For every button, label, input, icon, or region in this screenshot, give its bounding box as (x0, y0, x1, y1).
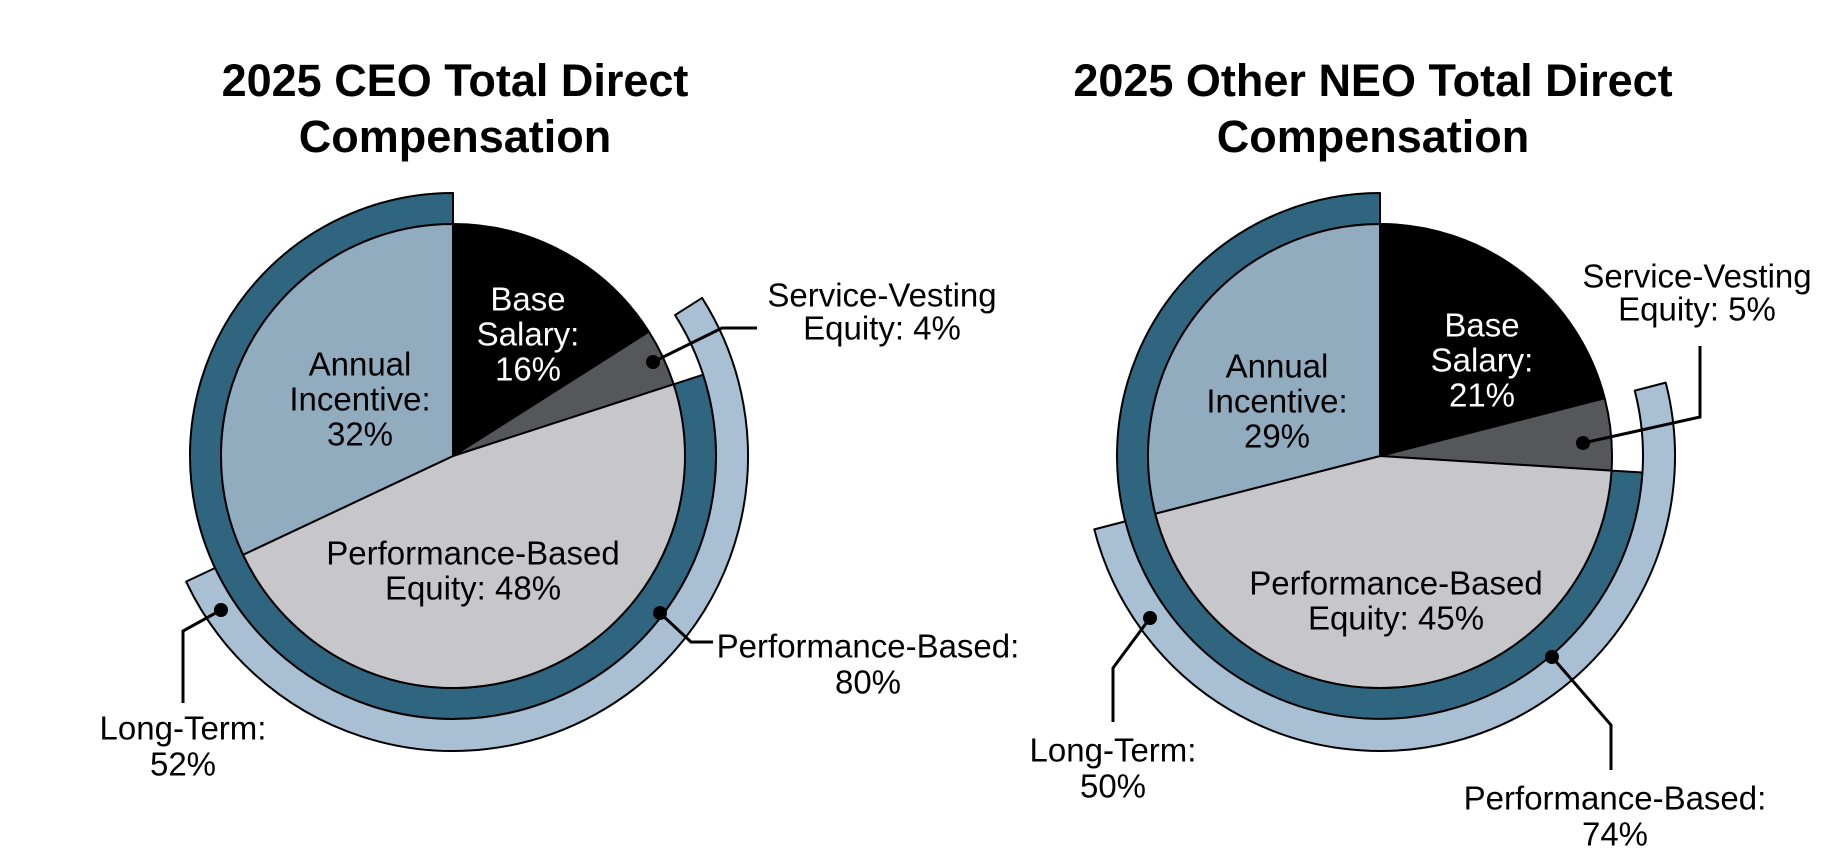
neo-chart-title-line1: 2025 Other NEO Total Direct (1073, 55, 1672, 106)
neo-slice-label-base-salary-line3: 21% (1449, 377, 1515, 414)
ceo-long-term-callout-label-line1: Long-Term: (100, 710, 267, 747)
ceo-performance-based-callout-leader-line (658, 611, 713, 644)
ceo-slice-label-annual-incentive-line2: Incentive: (289, 381, 430, 418)
ceo-service-vesting-callout-dot (646, 355, 660, 369)
neo-service-vesting-callout-label-line1: Service-Vesting (1582, 258, 1811, 295)
ceo-service-vesting-callout-label-line1: Service-Vesting (767, 277, 996, 314)
neo-slice-label-performance-based-equity-line2: Equity: 45% (1308, 600, 1484, 637)
ceo-slice-label-annual-incentive-line1: Annual (309, 346, 412, 383)
ceo-chart-title-line1: 2025 CEO Total Direct (222, 55, 689, 106)
neo-long-term-callout-dot (1143, 611, 1157, 625)
neo-long-term-callout-label-line2: 50% (1080, 768, 1146, 805)
neo-service-vesting-callout-label-line2: Equity: 5% (1618, 291, 1776, 328)
neo-performance-based-callout-label-line1: Performance-Based: (1464, 780, 1767, 817)
neo-slice-label-annual-incentive-line2: Incentive: (1206, 383, 1347, 420)
ceo-chart-title-line2: Compensation (299, 111, 612, 162)
ceo-slice-label-base-salary-line2: Salary: (477, 316, 580, 353)
ceo-performance-based-callout-dot (653, 606, 667, 620)
neo-slice-label-base-salary-line2: Salary: (1431, 342, 1534, 379)
ceo-slice-performance-based-equity (242, 383, 686, 690)
neo-performance-based-callout-label-line2: 74% (1582, 816, 1648, 848)
ceo-slice-label-performance-based-equity-line2: Equity: 48% (385, 570, 561, 607)
ceo-performance-based-callout-label-line1: Performance-Based: (717, 628, 1020, 665)
neo-long-term-callout-label-line1: Long-Term: (1030, 732, 1197, 769)
neo-performance-based-callout-leader-line (1550, 656, 1613, 770)
ceo-service-vesting-callout-leader-line (652, 326, 757, 364)
ceo-long-term-callout-leader-line (181, 608, 222, 703)
neo-slice-label-performance-based-equity-line1: Performance-Based (1249, 565, 1542, 602)
neo-slice-annual-incentive (1147, 223, 1381, 515)
ceo-performance-based-callout-label-line2: 80% (835, 664, 901, 701)
neo-slice-label-base-salary-line1: Base (1444, 307, 1519, 344)
ceo-slice-annual-incentive (220, 223, 454, 556)
ceo-long-term-callout-dot (214, 603, 228, 617)
ceo-long-term-callout-label-line2: 52% (150, 746, 216, 783)
ceo-service-vesting-callout-label-line2: Equity: 4% (803, 310, 961, 347)
neo-slice-label-annual-incentive-line1: Annual (1226, 348, 1329, 385)
neo-chart-title-line2: Compensation (1217, 111, 1530, 162)
ceo-slice-label-performance-based-equity-line1: Performance-Based (326, 535, 619, 572)
neo-service-vesting-callout-dot (1576, 436, 1590, 450)
neo-long-term-callout-leader-line (1111, 617, 1152, 722)
ceo-slice-label-annual-incentive-line3: 32% (327, 416, 393, 453)
ceo-slice-base-salary (452, 223, 650, 457)
neo-slice-performance-based-equity (1154, 455, 1613, 689)
neo-performance-based-callout-dot (1545, 650, 1559, 664)
neo-slice-base-salary (1379, 223, 1606, 457)
ceo-slice-label-base-salary-line1: Base (490, 281, 565, 318)
ceo-slice-label-base-salary-line3: 16% (495, 351, 561, 388)
neo-service-vesting-callout-leader-line (1582, 346, 1702, 445)
neo-slice-label-annual-incentive-line3: 29% (1244, 418, 1310, 455)
